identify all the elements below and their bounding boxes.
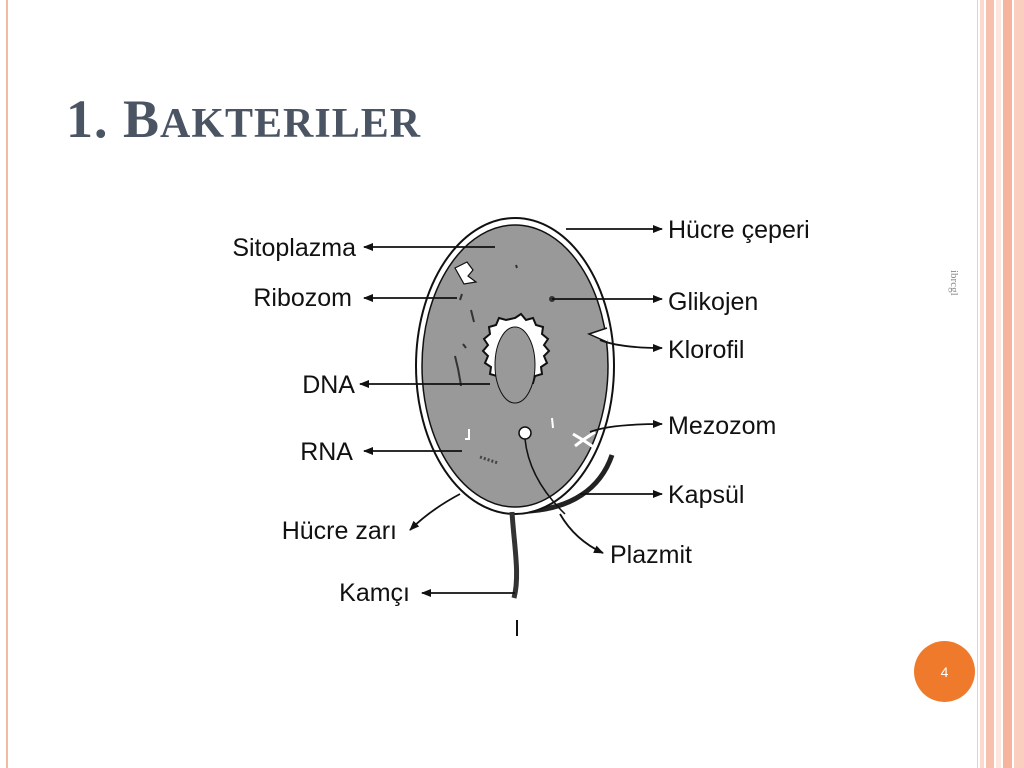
title-number: 1. bbox=[66, 89, 109, 149]
mesozome-shape bbox=[572, 430, 596, 450]
ribosome-mark-4 bbox=[462, 343, 467, 349]
label-hucre-zari: Hücre zarı bbox=[282, 517, 397, 545]
chlorophyll-fold bbox=[586, 327, 608, 343]
ribosome-mark-2 bbox=[470, 309, 475, 323]
right-stripe-4 bbox=[1003, 0, 1012, 768]
title-rest: AKTERILER bbox=[160, 101, 422, 147]
label-plazmit: Plazmit bbox=[610, 541, 692, 569]
page-number: 4 bbox=[940, 663, 949, 680]
klorofil-pointer bbox=[599, 339, 663, 352]
slide-title: 1. BAKTERILER bbox=[66, 88, 421, 150]
ribosome-mark-3 bbox=[515, 264, 518, 269]
label-sitoplazma: Sitoplazma bbox=[232, 234, 356, 262]
rna-granules bbox=[479, 455, 499, 465]
ribosome-mark-5 bbox=[551, 417, 554, 429]
ribosome-mark-1 bbox=[459, 293, 463, 301]
label-ribozom: Ribozom bbox=[253, 284, 352, 312]
right-stripe-1 bbox=[980, 0, 984, 768]
label-glikojen: Glikojen bbox=[668, 288, 758, 316]
flagellum bbox=[509, 511, 520, 599]
plasmid-strand bbox=[524, 438, 566, 515]
side-watermark-text: ibrcgl bbox=[948, 270, 960, 296]
right-stripe-2 bbox=[986, 0, 994, 768]
plazmit-pointer bbox=[559, 513, 604, 554]
hucre-zari-pointer bbox=[409, 493, 461, 531]
label-kamci: Kamçı bbox=[339, 579, 410, 607]
left-border bbox=[6, 0, 8, 768]
capsule-shadow bbox=[529, 454, 615, 514]
label-mezozom: Mezozom bbox=[668, 412, 776, 440]
nucleoid-core bbox=[494, 326, 536, 404]
slide-frame bbox=[8, 0, 978, 768]
cytoplasm-inclusion bbox=[454, 261, 478, 285]
right-stripe-5 bbox=[1014, 0, 1024, 768]
label-dna: DNA bbox=[302, 371, 355, 399]
plasmid-ring bbox=[518, 426, 532, 440]
rna-strand-1 bbox=[465, 429, 470, 440]
label-hucre-ceperi: Hücre çeperi bbox=[668, 216, 810, 244]
label-klorofil: Klorofil bbox=[668, 336, 744, 364]
title-first-letter: B bbox=[123, 89, 161, 149]
mezozom-pointer bbox=[589, 420, 663, 433]
label-rna: RNA bbox=[300, 438, 353, 466]
right-stripe-3 bbox=[996, 0, 1001, 768]
label-kapsul: Kapsül bbox=[668, 481, 744, 509]
page-number-badge: 4 bbox=[914, 641, 975, 702]
